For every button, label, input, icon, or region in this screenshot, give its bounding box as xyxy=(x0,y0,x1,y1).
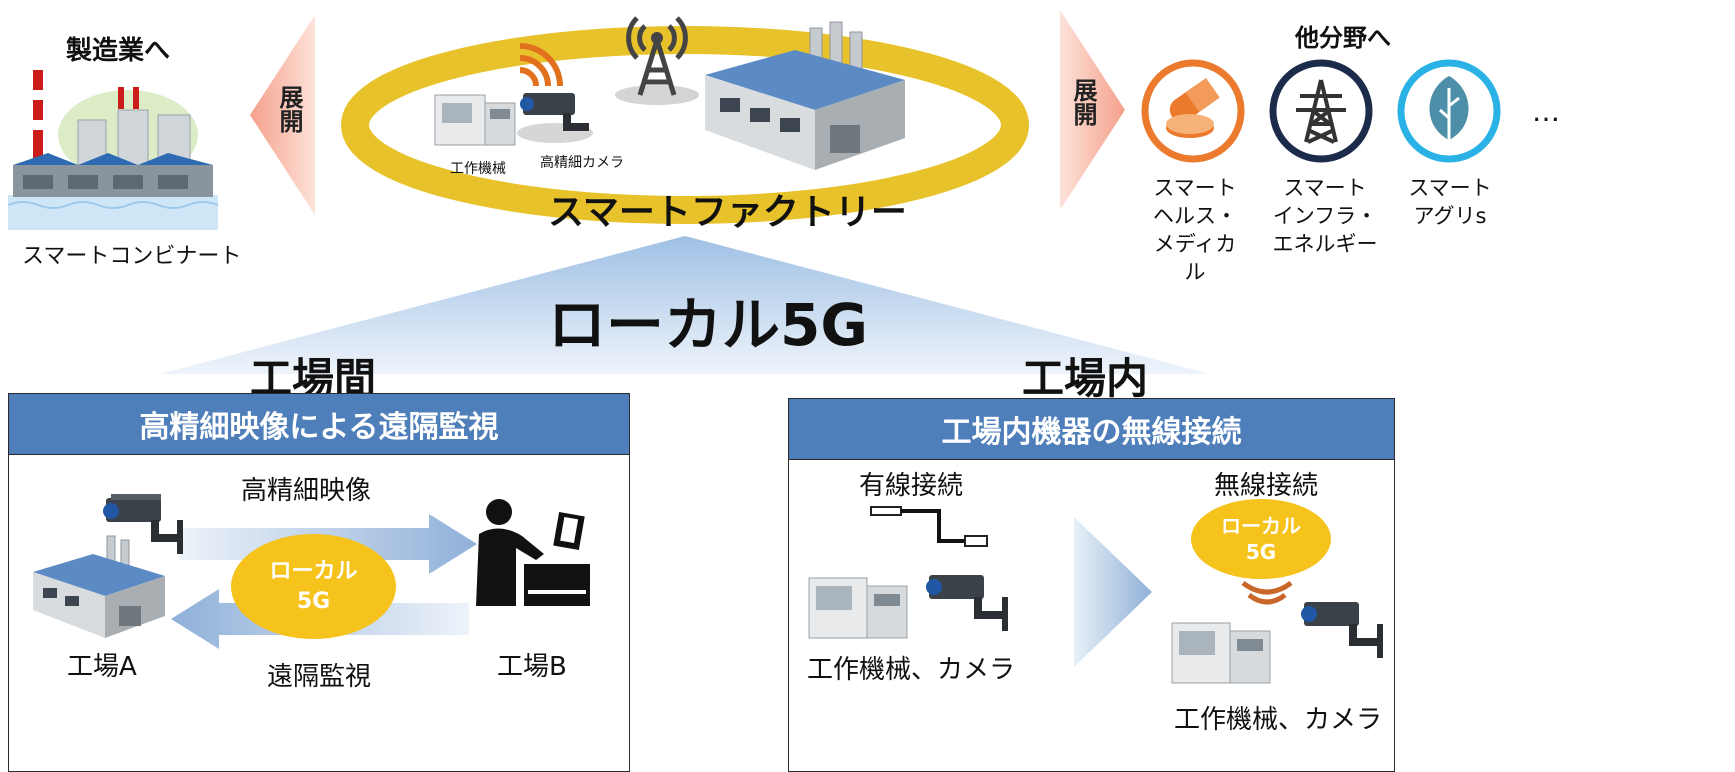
remote-monitoring-label: 遠隔監視 xyxy=(267,662,372,692)
pill-icon xyxy=(1141,59,1245,163)
remote-monitoring-panel: 高精細映像による遠隔監視 高精細映像 ローカル 5G xyxy=(8,393,630,772)
hd-video-label: 高精細映像 xyxy=(241,476,372,506)
within-factory-heading: 工場内 xyxy=(1022,354,1149,403)
wireless-connection-header: 工場内機器の無線接続 xyxy=(789,399,1394,460)
cable-icon xyxy=(870,506,988,547)
wired-label: 有線接続 xyxy=(859,471,964,501)
machine-tool-wireless-icon xyxy=(1171,622,1271,684)
factory-a-icon xyxy=(33,535,165,638)
wifi-signal-icon xyxy=(519,43,563,87)
wireless-devices-caption: 工作機械、カメラ xyxy=(1174,705,1383,735)
badge-right-line1: ローカル xyxy=(1221,514,1301,538)
field-infra-line1: スマート xyxy=(1283,176,1367,200)
hd-camera-icon xyxy=(517,93,593,143)
combinat-caption: スマートコンビナート xyxy=(22,244,242,269)
radio-wave-icon xyxy=(1241,580,1293,605)
field-health-line3: メディカル xyxy=(1153,232,1237,284)
factory-building-icon xyxy=(705,21,905,170)
antenna-tower-icon xyxy=(615,16,699,105)
wired-devices-caption: 工作機械、カメラ xyxy=(807,655,1016,685)
more-ellipsis: … xyxy=(1532,95,1560,128)
camera-wired-icon xyxy=(926,575,1008,631)
factory-a-label: 工場A xyxy=(67,652,137,682)
badge-left-line2: 5G xyxy=(296,588,331,614)
camera-wireless-icon xyxy=(1301,602,1383,658)
badge-right-line2: 5G xyxy=(1245,540,1277,564)
operator-icon xyxy=(476,499,590,606)
machine-tool-icon xyxy=(434,94,516,146)
machine-label: 工作機械 xyxy=(450,161,506,177)
left-expand-arrow xyxy=(250,15,315,215)
field-infra-line3: エネルギー xyxy=(1272,232,1378,256)
remote-monitoring-header: 高精細映像による遠隔監視 xyxy=(9,394,629,455)
local5g-badge-left: ローカル 5G xyxy=(231,534,396,639)
field-agri-line1: スマート xyxy=(1408,176,1492,200)
transition-arrow xyxy=(1074,517,1152,667)
left-expand-label: 展開 xyxy=(275,85,303,133)
badge-left-line1: ローカル xyxy=(269,558,358,584)
machine-tool-wired-icon xyxy=(808,577,908,639)
local5g-spread-shape xyxy=(160,236,1210,374)
leaf-icon xyxy=(1397,59,1501,163)
factory-b-label: 工場B xyxy=(497,652,567,682)
wireless-connection-panel: 工場内機器の無線接続 有線接続 工作機械、カメラ 無線接続 ローカル 5G xyxy=(788,398,1395,772)
power-tower-icon xyxy=(1269,59,1373,163)
right-expand-label: 展開 xyxy=(1069,78,1097,126)
field-health-line1: スマート xyxy=(1153,176,1237,200)
field-label-infra: スマート インフラ・ エネルギー xyxy=(1270,174,1380,258)
field-health-line2: ヘルス・ xyxy=(1153,204,1237,228)
local5g-badge-right: ローカル 5G xyxy=(1191,499,1331,579)
wireless-label: 無線接続 xyxy=(1214,471,1319,501)
combinat-illustration xyxy=(7,70,219,230)
smart-factory-label: スマートファクトリー xyxy=(548,192,907,233)
field-label-agri: スマート アグリs xyxy=(1405,174,1495,230)
left-area-title: 製造業へ xyxy=(66,36,171,66)
field-agri-line2: アグリs xyxy=(1413,204,1487,228)
field-label-health: スマート ヘルス・ メディカル xyxy=(1150,174,1240,286)
right-area-title: 他分野へ xyxy=(1295,24,1391,52)
local5g-title: ローカル5G xyxy=(548,291,868,359)
field-infra-line2: インフラ・ xyxy=(1272,204,1378,228)
surveillance-camera-icon xyxy=(103,494,183,554)
right-expand-arrow xyxy=(1060,10,1125,210)
camera-label: 高精細カメラ xyxy=(540,155,624,171)
